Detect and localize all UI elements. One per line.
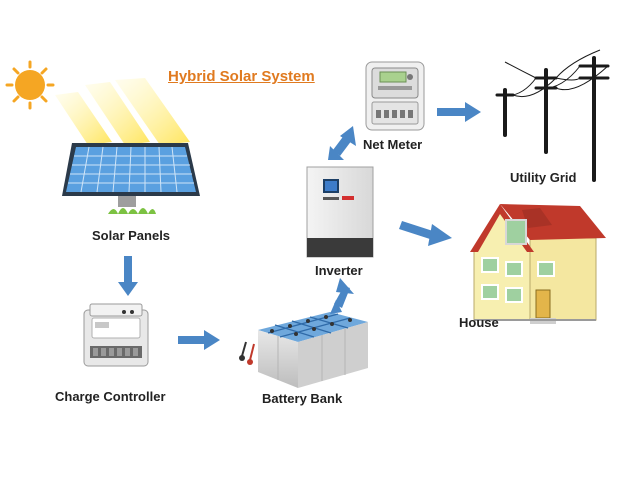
label-inverter: Inverter [315, 263, 363, 278]
house-icon [470, 204, 606, 324]
arrow-battery-inverter [330, 278, 354, 314]
label-utility-grid: Utility Grid [510, 170, 577, 185]
label-solar-panels: Solar Panels [92, 228, 171, 243]
diagram-title: Hybrid Solar System [168, 68, 315, 85]
label-charge-controller: Charge Controller [55, 389, 166, 404]
arrow-meter-to-grid [437, 102, 481, 122]
label-house: House [459, 315, 499, 330]
sun-beams [55, 78, 190, 145]
inverter-icon [306, 166, 374, 258]
arrow-panels-to-controller [118, 256, 138, 296]
solar-panel-icon [62, 143, 200, 214]
arrow-controller-to-battery [178, 330, 220, 350]
arrow-inverter-to-house [399, 221, 452, 246]
sun-icon [5, 60, 55, 110]
label-battery-bank: Battery Bank [262, 391, 343, 406]
net-meter-icon [365, 61, 425, 131]
battery-bank-icon [239, 312, 368, 388]
utility-grid-icon [495, 49, 610, 182]
label-net-meter: Net Meter [363, 137, 423, 152]
charge-controller-icon [83, 303, 149, 367]
arrow-inverter-meter [328, 126, 356, 160]
